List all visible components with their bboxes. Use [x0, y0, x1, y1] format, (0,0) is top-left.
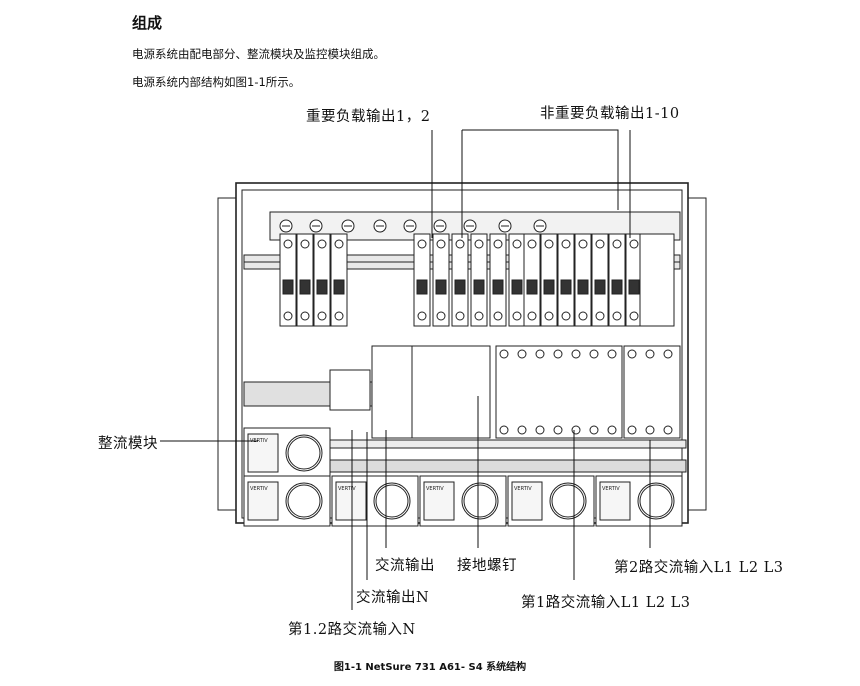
label-ac-in2: 第2路交流输入L1 L2 L3 [614, 560, 784, 576]
label-ac-in1: 第1路交流输入L1 L2 L3 [521, 595, 691, 611]
label-rectifier: 整流模块 [98, 436, 158, 452]
intro-paragraph: 电源系统由配电部分、整流模块及监控模块组成。 [132, 47, 385, 61]
ac-breaker-row [329, 345, 681, 439]
module-brand-text: VERTIV [514, 486, 532, 492]
figure-caption: 图1-1 NetSure 731 A61- S4 系统结构 [333, 662, 527, 673]
top-terminal-screws [279, 219, 547, 233]
label-ac-in12-n: 第1.2路交流输入N [288, 622, 416, 638]
label-nonimportant-load: 非重要负载输出1-10 [540, 106, 680, 122]
module-brand-text: VERTIV [250, 486, 268, 492]
breaker-row [279, 233, 675, 327]
label-ac-out-n: 交流输出N [356, 590, 430, 606]
surge-protector [411, 345, 491, 439]
module-brand-text: VERTIV [338, 486, 356, 492]
ac-input-breaker-1 [495, 345, 623, 439]
spd-module [639, 233, 675, 327]
terminal-block [329, 369, 371, 411]
ac-output-breaker [371, 345, 413, 439]
figure-reference-paragraph: 电源系统内部结构如图1-1所示。 [132, 75, 301, 89]
section-heading: 组成 [132, 14, 163, 32]
label-ground-screw: 接地螺钉 [457, 558, 517, 574]
label-important-load: 重要负载输出1，2 [306, 109, 431, 125]
module-brand-text: VERTIV [602, 486, 620, 492]
ac-input-breaker-2 [623, 345, 681, 439]
label-ac-out: 交流输出 [375, 558, 435, 574]
rectifier-modules: VERTIV VERTIV VERTIV VERTIV VERTIV VERTIV [243, 427, 683, 527]
module-brand-text: VERTIV [426, 486, 444, 492]
module-brand-text: VERTIV [250, 438, 268, 444]
